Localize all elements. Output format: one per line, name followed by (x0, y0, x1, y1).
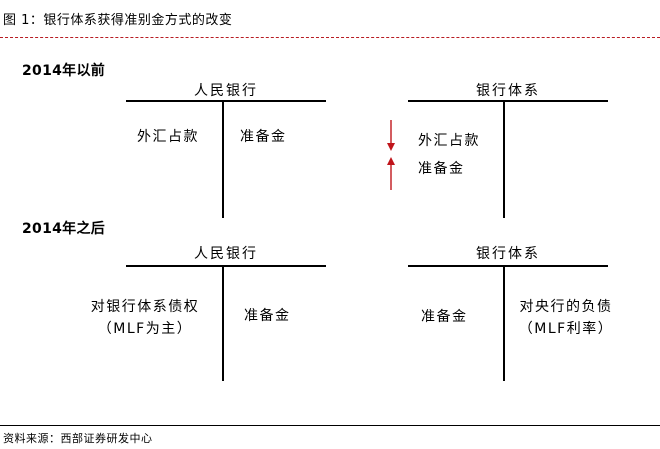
banks-asset-reserve-after: 准备金 (421, 309, 468, 325)
banks-taccount-divider-before (503, 100, 505, 218)
arrow-down-icon (387, 120, 395, 151)
pboc-taccount-divider-before (222, 100, 224, 218)
banks-title-after: 银行体系 (476, 246, 540, 262)
footer-divider (0, 425, 660, 426)
pboc-title-before: 人民银行 (194, 83, 258, 99)
pboc-asset-fx-before: 外汇占款 (137, 129, 199, 145)
pboc-liability-reserve-after: 准备金 (244, 308, 291, 324)
banks-liability-pboc-after: 对央行的负债 (519, 299, 613, 315)
banks-asset-fx-before: 外汇占款 (418, 133, 480, 149)
pboc-taccount-divider-after (222, 265, 224, 381)
change-arrows (387, 120, 395, 190)
banks-asset-reserve-before: 准备金 (418, 161, 465, 177)
banks-title-before: 银行体系 (476, 83, 540, 99)
section-label-after: 2014年之后 (22, 221, 106, 237)
title-divider (0, 37, 660, 38)
figure-title: 图 1：银行体系获得准别金方式的改变 (3, 13, 233, 28)
arrow-up-icon (387, 157, 395, 190)
pboc-liability-reserve-before: 准备金 (240, 129, 287, 145)
section-label-before: 2014年以前 (22, 63, 106, 79)
banks-taccount-top-before (408, 100, 608, 102)
source-note: 资料来源：西部证券研发中心 (3, 432, 153, 445)
pboc-taccount-top-before (126, 100, 326, 102)
banks-liability-rate-note-after: （MLF利率） (518, 321, 614, 337)
pboc-taccount-top-after (126, 265, 326, 267)
banks-taccount-divider-after (503, 265, 505, 381)
pboc-title-after: 人民银行 (194, 246, 258, 262)
pboc-asset-claims-after: 对银行体系债权 (90, 299, 200, 315)
pboc-asset-claims-note-after: （MLF为主） (97, 321, 193, 337)
banks-taccount-top-after (408, 265, 608, 267)
